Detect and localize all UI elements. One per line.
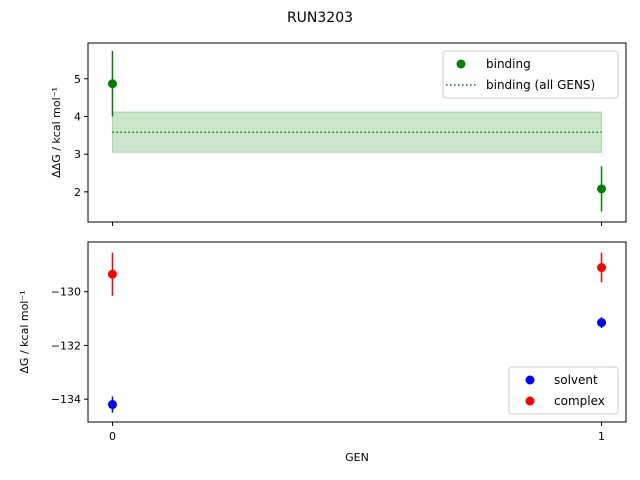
legend-box xyxy=(508,366,619,415)
data-point xyxy=(107,79,117,89)
data-point xyxy=(597,318,607,328)
y-tick-label: 5 xyxy=(74,73,81,86)
axes-frame xyxy=(87,42,627,223)
legend-marker-complex xyxy=(525,396,535,406)
y-tick-label: −134 xyxy=(51,393,81,406)
legend-marker-binding xyxy=(456,59,466,69)
y-tick-label: 3 xyxy=(74,148,81,161)
solvation-panel: −134 −132 −130 0 1 ΔG / kcal mol⁻¹ GEN solvent c… xyxy=(18,241,627,464)
legend-marker-solvent xyxy=(525,375,535,385)
legend-box xyxy=(442,50,619,99)
figure-title: RUN3203 xyxy=(287,10,353,26)
data-point xyxy=(597,184,607,194)
x-axis-label: GEN xyxy=(345,451,369,464)
legend-label-binding: binding xyxy=(486,57,531,71)
axes-frame xyxy=(87,241,627,423)
y-axis-label: ΔG / kcal mol⁻¹ xyxy=(18,290,31,373)
y-axis-label: ΔΔG / kcal mol⁻¹ xyxy=(50,87,63,178)
y-tick-label: 4 xyxy=(74,110,81,123)
data-point xyxy=(107,400,117,410)
y-tick-label: −132 xyxy=(51,339,81,352)
data-point xyxy=(107,269,117,279)
x-tick-label: 1 xyxy=(598,430,605,443)
legend-label-complex: complex xyxy=(554,394,605,408)
x-tick-label: 0 xyxy=(109,430,116,443)
data-point xyxy=(597,263,607,273)
legend-label-reference: binding (all GENS) xyxy=(486,78,595,92)
y-tick-label: −130 xyxy=(51,286,81,299)
legend-label-solvent: solvent xyxy=(554,373,598,387)
y-tick-label: 2 xyxy=(74,186,81,199)
